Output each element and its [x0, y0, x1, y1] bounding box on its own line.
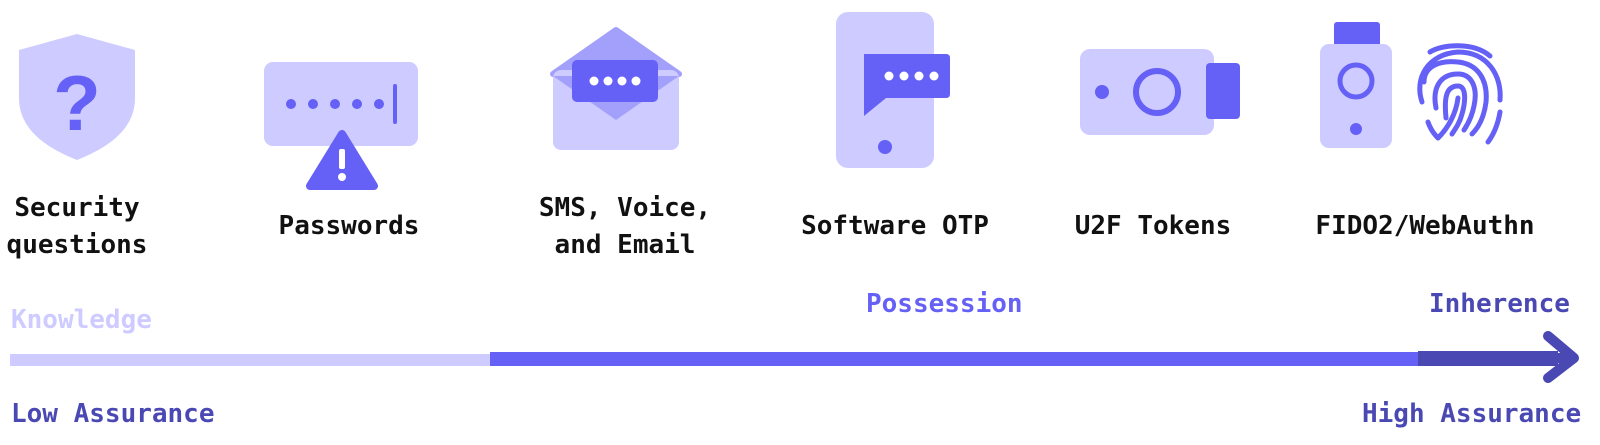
method-label-u2f-tokens: U2F Tokens	[1074, 211, 1232, 241]
method-label-passwords: Passwords	[278, 211, 420, 241]
password-warning-icon	[264, 62, 418, 190]
method-label-sms-voice-email: SMS, Voice, and Email	[538, 193, 712, 260]
arrow-head	[1543, 331, 1579, 383]
category-label-knowledge: Knowledge	[11, 305, 152, 335]
method-label-security-questions: Security questions	[6, 193, 148, 260]
assurance-scale-arrow	[10, 331, 1579, 383]
low-assurance-label: Low Assurance	[11, 399, 215, 429]
method-label-software-otp: Software OTP	[801, 211, 989, 241]
category-label-possession: Possession	[866, 289, 1023, 319]
inherence-segment	[1418, 351, 1558, 366]
fido-key-fingerprint-icon	[1320, 22, 1503, 148]
high-assurance-label: High Assurance	[1362, 399, 1582, 429]
possession-segment	[490, 352, 1420, 366]
knowledge-segment	[10, 354, 492, 366]
phone-chat-icon	[836, 12, 950, 168]
envelope-icon	[550, 27, 682, 150]
category-label-inherence: Inherence	[1429, 289, 1570, 319]
method-label-fido2-webauthn: FIDO2/WebAuthn	[1315, 211, 1535, 241]
shield-question-icon: ?	[19, 34, 135, 160]
usb-token-icon	[1080, 49, 1240, 135]
svg-text:?: ?	[53, 59, 101, 147]
